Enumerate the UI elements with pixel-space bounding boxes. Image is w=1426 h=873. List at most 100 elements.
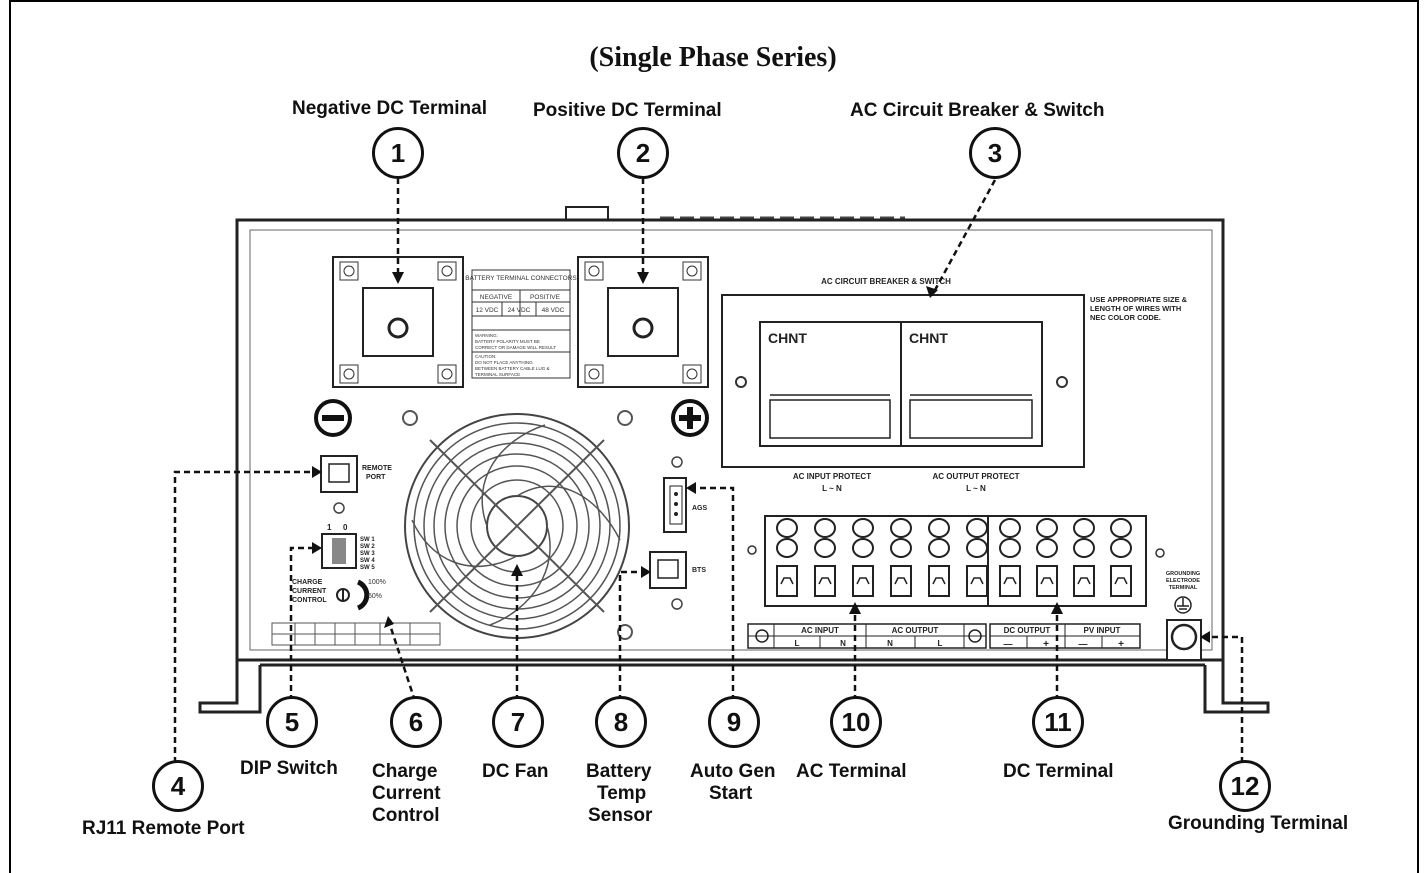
callout-11-label: DC Terminal xyxy=(1003,761,1114,782)
breaker-brand-left: CHNT xyxy=(768,330,807,346)
callout-8-label-line2: Temp xyxy=(597,783,647,804)
grounding-label-3: TERMINAL xyxy=(1169,585,1198,591)
plus-symbol xyxy=(671,399,709,437)
warning-line-1: BATTERY POLARITY MUST BE xyxy=(475,339,540,344)
callout-4-label: RJ11 Remote Port xyxy=(82,818,245,839)
dc-terminal-post xyxy=(999,518,1021,597)
battery-negative-col: NEGATIVE xyxy=(480,294,513,301)
dc-terminal-block: DC OUTPUT PV INPUT — + — + xyxy=(987,515,1165,650)
battery-positive-col: POSITIVE xyxy=(530,294,561,301)
charge-label-2: CURRENT xyxy=(292,588,327,595)
grounding-label-1: GROUNDING xyxy=(1166,571,1200,577)
callout-3-badge: 3 xyxy=(969,127,1021,179)
dip-switch: 1 0 SW 1 SW 2 SW 3 SW 4 SW 5 xyxy=(321,523,375,571)
ac-output-protect-label: AC OUTPUT PROTECT xyxy=(932,472,1019,481)
callout-3-label: AC Circuit Breaker & Switch xyxy=(850,100,1105,121)
dip-header-1: 1 xyxy=(327,523,332,532)
dc-terminal-post xyxy=(1036,518,1058,597)
caution-line-1: DO NOT PLACE ANYTHING xyxy=(475,360,533,365)
caution-line-3: TERMINAL SURFACE xyxy=(475,372,520,377)
grounding-terminal: GROUNDING ELECTRODE TERMINAL xyxy=(1166,571,1202,661)
ac-terminal-post xyxy=(852,518,874,597)
ags-connector: AGS xyxy=(663,456,708,533)
ac-output-l-n: L ~ N xyxy=(966,484,986,493)
pct-50-label: 50% xyxy=(368,593,382,600)
callout-6-label-line1: Charge xyxy=(372,761,438,782)
wire-note-2: LENGTH OF WIRES WITH xyxy=(1090,304,1181,313)
ac-input-l-n: L ~ N xyxy=(822,484,842,493)
dip-header-0: 0 xyxy=(343,523,348,532)
ac-output-label: AC OUTPUT xyxy=(892,626,939,635)
ac-input-label: AC INPUT xyxy=(801,626,839,635)
callout-12-badge: 12 xyxy=(1219,760,1271,812)
v24-label: 24 VDC xyxy=(508,307,531,314)
callout-5-badge: 5 xyxy=(266,696,318,748)
battery-terminal-table: BATTERY TERMINAL CONNECTORS NEGATIVE POS… xyxy=(465,269,577,379)
callout-8-label-line1: Battery xyxy=(586,761,652,782)
leader-arrowheads xyxy=(312,272,1210,643)
sw2-label: SW 2 xyxy=(360,544,375,550)
dc-out-minus: — xyxy=(1004,639,1013,649)
warning-title: WARNING: xyxy=(475,333,498,338)
ac-terminal-post xyxy=(890,518,912,597)
dc-terminal-post xyxy=(1110,518,1132,597)
minus-symbol xyxy=(314,399,352,437)
charge-current-control: CHARGE CURRENT CONTROL 100% 50% xyxy=(292,579,386,611)
warning-line-2: CORRECT OR DAMAGE WILL RESULT xyxy=(475,345,556,350)
ac-in-L: L xyxy=(795,639,800,648)
leader-lines xyxy=(173,178,1244,763)
dc-out-plus: + xyxy=(1043,639,1049,650)
callout-9-label-line1: Auto Gen xyxy=(690,761,776,782)
caution-line-2: BETWEEN BATTERY CABLE LUG & xyxy=(475,366,550,371)
callout-6-label-line3: Control xyxy=(372,805,440,826)
page-title: (Single Phase Series) xyxy=(589,42,837,73)
charge-label-1: CHARGE xyxy=(292,579,323,586)
ac-in-N: N xyxy=(840,639,846,648)
callout-1-label: Negative DC Terminal xyxy=(292,98,487,119)
bts-port: BTS xyxy=(649,551,706,610)
wire-note-3: NEC COLOR CODE. xyxy=(1090,313,1161,322)
callout-6-label-line2: Current xyxy=(372,783,441,804)
breaker-title: AC CIRCUIT BREAKER & SWITCH xyxy=(821,277,951,286)
function-table xyxy=(271,622,441,646)
callout-1-badge: 1 xyxy=(372,127,424,179)
wire-note-1: USE APPROPRIATE SIZE & xyxy=(1090,295,1188,304)
bts-label: BTS xyxy=(692,567,706,574)
breaker-brand-right: CHNT xyxy=(909,330,948,346)
sw3-label: SW 3 xyxy=(360,551,375,557)
ac-terminal-post xyxy=(776,518,798,597)
ac-out-L: L xyxy=(938,639,943,648)
callout-6-badge: 6 xyxy=(390,696,442,748)
ac-input-protect-label: AC INPUT PROTECT xyxy=(793,472,871,481)
callout-7-badge: 7 xyxy=(492,696,544,748)
v48-label: 48 VDC xyxy=(542,307,565,314)
callout-12-label: Grounding Terminal xyxy=(1168,813,1349,834)
pv-input-label: PV INPUT xyxy=(1084,626,1121,635)
callout-10-label: AC Terminal xyxy=(796,761,907,782)
callout-8-badge: 8 xyxy=(595,696,647,748)
callout-10-badge: 10 xyxy=(830,696,882,748)
pct-100-label: 100% xyxy=(368,579,386,586)
ags-label: AGS xyxy=(692,505,708,512)
ac-terminal-block: AC INPUT AC OUTPUT L N N L xyxy=(747,515,1006,649)
grounding-label-2: ELECTRODE xyxy=(1166,578,1200,584)
ac-terminal-post xyxy=(928,518,950,597)
outer-frame xyxy=(9,0,1419,873)
callout-2-label: Positive DC Terminal xyxy=(533,100,722,121)
callout-9-label-line2: Start xyxy=(709,783,753,804)
remote-port: REMOTE PORT xyxy=(320,455,392,514)
remote-port-label-2: PORT xyxy=(366,474,386,481)
sw4-label: SW 4 xyxy=(360,558,375,564)
caution-title: CAUTION: xyxy=(475,354,497,359)
callout-9-badge: 9 xyxy=(708,696,760,748)
sw1-label: SW 1 xyxy=(360,537,375,543)
pv-in-minus: — xyxy=(1079,639,1088,649)
callout-4-badge: 4 xyxy=(152,760,204,812)
sw5-label: SW 5 xyxy=(360,565,375,571)
v12-label: 12 VDC xyxy=(476,307,499,314)
wire-note: USE APPROPRIATE SIZE & LENGTH OF WIRES W… xyxy=(1090,295,1188,322)
ac-breaker-box: AC CIRCUIT BREAKER & SWITCH CHNT CHNT AC… xyxy=(721,277,1085,493)
dc-terminal-post xyxy=(1073,518,1095,597)
